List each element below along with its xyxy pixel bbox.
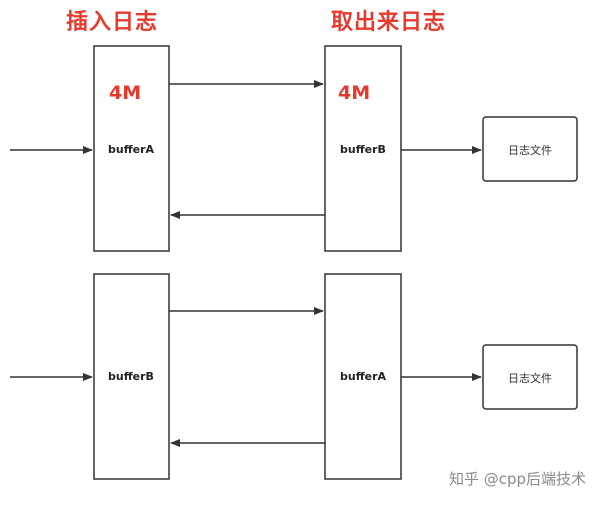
bottom-left-buffer-box	[93, 273, 170, 480]
top-left-buffer-label: bufferA	[107, 143, 155, 156]
fetch-log-title: 取出来日志	[331, 10, 447, 35]
top-log-file-box	[482, 116, 578, 182]
bottom-right-buffer-label: bufferA	[339, 370, 387, 383]
insert-log-title: 插入日志	[66, 10, 159, 35]
bottom-log-file-label: 日志文件	[508, 372, 552, 385]
bottom-left-buffer-label: bufferB	[108, 370, 154, 383]
top-log-file-label: 日志文件	[508, 144, 552, 157]
top-right-buffer-box	[324, 45, 402, 252]
bottom-right-buffer-box	[324, 273, 402, 480]
bottom-log-file-box	[482, 344, 578, 410]
top-left-size-label: 4M	[109, 82, 142, 104]
top-right-buffer-label: bufferB	[340, 143, 386, 156]
top-left-buffer-box	[93, 45, 170, 252]
top-right-size-label: 4M	[338, 82, 371, 104]
zhihu-watermark: 知乎 @cpp后端技术	[448, 470, 586, 488]
